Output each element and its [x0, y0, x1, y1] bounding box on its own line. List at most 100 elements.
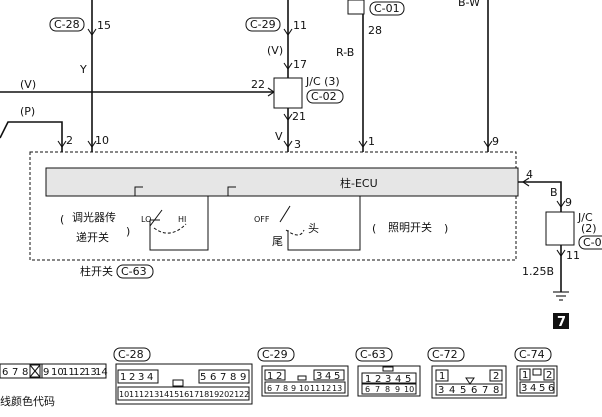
svg-text:5: 5	[334, 371, 340, 382]
svg-text:1: 1	[365, 374, 371, 385]
c02-ref: C-02	[311, 90, 337, 103]
assembly-label: 柱开关	[80, 264, 113, 278]
svg-text:2: 2	[129, 372, 135, 383]
c01-ref-pill	[369, 1, 405, 16]
lo-label: LO	[141, 215, 151, 224]
svg-text:16: 16	[179, 390, 189, 399]
svg-text:15: 15	[169, 390, 179, 399]
svg-text:7: 7	[275, 384, 280, 393]
tail-label: 尾	[272, 235, 283, 248]
pin-9-top-label: 9	[492, 135, 499, 148]
column-switch-assembly: 柱-ECU LO HI ( 调光器传 递开关 ) OFF 尾 头 ( 照明开关 …	[29, 151, 519, 279]
svg-text:7: 7	[220, 372, 226, 383]
off-label: OFF	[254, 215, 270, 224]
pin-2-label: 2	[66, 134, 73, 147]
svg-text:6: 6	[267, 384, 272, 393]
svg-text:3: 3	[438, 385, 444, 396]
svg-text:7: 7	[12, 367, 18, 378]
wire-v-top-label: (V)	[267, 44, 283, 57]
hi-label: HI	[178, 215, 186, 224]
svg-text:4: 4	[395, 374, 401, 385]
svg-text:2: 2	[493, 371, 499, 382]
svg-text:10: 10	[51, 367, 64, 378]
connector-c74: C-74 1 2 3 4 5 6	[514, 347, 558, 397]
svg-text:12: 12	[73, 367, 86, 378]
assembly-outline	[29, 151, 517, 261]
pin-10-label: 10	[95, 134, 109, 147]
left-wire-v-label: (V)	[20, 78, 36, 91]
wire-color-v: V	[275, 130, 283, 143]
svg-text:1: 1	[267, 371, 273, 382]
svg-text:4: 4	[147, 372, 153, 383]
svg-text:4: 4	[325, 371, 331, 382]
column-ecu-label: 柱-ECU	[340, 176, 378, 190]
connector-c29: C-29 1 2 3 4 5 6 7 8 9 10 11 12 13	[257, 347, 349, 397]
svg-text:10: 10	[119, 390, 129, 399]
dimmer-line-1: 调光器传	[72, 210, 116, 224]
c72-connector-ref: C-72	[432, 348, 458, 361]
svg-text:8: 8	[283, 384, 288, 393]
wire-color-code-label: 线颜色代码	[0, 394, 55, 408]
svg-text:10: 10	[404, 385, 414, 394]
svg-text:3: 3	[138, 372, 144, 383]
pin-22-label: 22	[251, 78, 265, 91]
pin-3-label: 3	[294, 138, 301, 151]
connector-c63: C-63 1 2 3 4 5 6 7 8 9 10	[355, 347, 421, 397]
svg-text:6: 6	[365, 385, 370, 394]
left-wire-p-label: (P)	[20, 105, 35, 118]
svg-text:2: 2	[276, 371, 282, 382]
svg-text:20: 20	[219, 390, 229, 399]
svg-text:13: 13	[149, 390, 159, 399]
jc2-label: J/C	[577, 211, 593, 224]
wire-segments	[0, 0, 562, 292]
ground-ref-badge	[553, 313, 569, 329]
c28-ref-pill	[49, 17, 85, 32]
svg-text:9: 9	[291, 384, 296, 393]
light-switch-label: 照明开关	[388, 220, 432, 234]
svg-text:17: 17	[189, 390, 199, 399]
svg-text:4: 4	[530, 383, 536, 394]
svg-text:13: 13	[84, 367, 97, 378]
svg-text:4: 4	[449, 385, 455, 396]
svg-text:6: 6	[2, 367, 8, 378]
wire-color-y: Y	[79, 63, 87, 76]
svg-text:10: 10	[299, 384, 309, 393]
svg-text:11: 11	[62, 367, 75, 378]
dimmer-paren-open: (	[60, 213, 64, 226]
c01-ref: C-01	[374, 2, 400, 15]
svg-text:8: 8	[22, 367, 28, 378]
connector-left-partial: 6 7 8 9 10 11 12 13 14 线颜色代码	[0, 363, 108, 408]
column-ecu-box	[45, 167, 519, 197]
svg-text:7: 7	[375, 385, 380, 394]
jc2-box	[545, 211, 575, 246]
svg-text:8: 8	[230, 372, 236, 383]
dimmer-paren-close: )	[126, 225, 130, 238]
c74-connector-ref: C-74	[519, 348, 545, 361]
pin-21-label: 21	[292, 110, 306, 123]
right-top-block: B-W 9	[458, 0, 499, 148]
c01-box	[347, 0, 365, 15]
svg-text:6: 6	[210, 372, 216, 383]
wire-color-bw: B-W	[458, 0, 480, 9]
svg-text:1: 1	[522, 370, 528, 381]
c28-connector-ref: C-28	[118, 348, 144, 361]
svg-text:12: 12	[321, 384, 331, 393]
c0x-ref: C-0	[583, 236, 602, 249]
pin-4-label: 4	[526, 168, 533, 181]
ground-ref-number: 7	[557, 315, 566, 330]
svg-text:5: 5	[460, 385, 466, 396]
svg-text:9: 9	[43, 367, 49, 378]
svg-text:8: 8	[385, 385, 390, 394]
svg-text:5: 5	[200, 372, 206, 383]
pin-11-right-label: 11	[566, 249, 580, 262]
svg-text:7: 7	[482, 385, 488, 396]
svg-text:14: 14	[159, 390, 169, 399]
jc2-num: (2)	[581, 222, 597, 235]
svg-text:1: 1	[439, 371, 445, 382]
svg-text:9: 9	[240, 372, 246, 383]
svg-text:18: 18	[199, 390, 209, 399]
svg-text:8: 8	[493, 385, 499, 396]
pin-1-label: 1	[368, 135, 375, 148]
c0x-ref-pill	[578, 235, 602, 250]
